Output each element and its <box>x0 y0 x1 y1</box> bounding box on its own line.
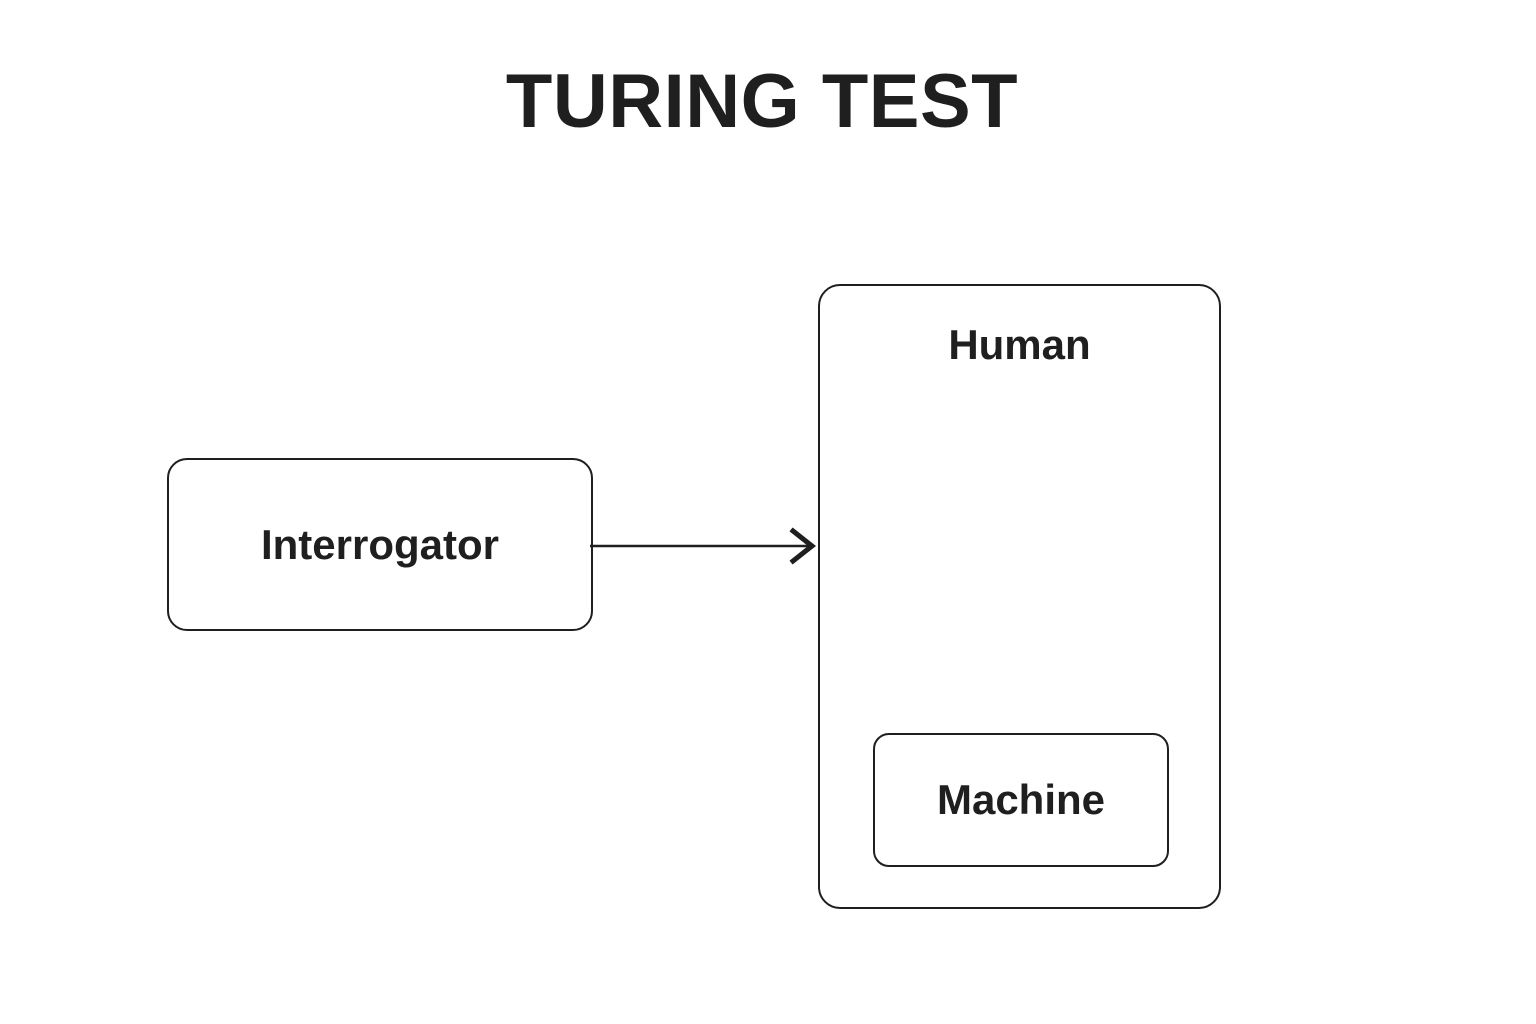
node-interrogator-label: Interrogator <box>260 520 499 568</box>
page-title: TURING TEST <box>505 59 1019 144</box>
arrow-interrogator-to-human-icon <box>590 527 817 565</box>
node-human-label: Human <box>948 321 1091 368</box>
node-machine[interactable]: Machine <box>873 733 1169 867</box>
node-machine-label: Machine <box>936 776 1106 823</box>
node-interrogator[interactable]: Interrogator <box>167 458 593 631</box>
arrow-head-icon <box>789 527 817 565</box>
